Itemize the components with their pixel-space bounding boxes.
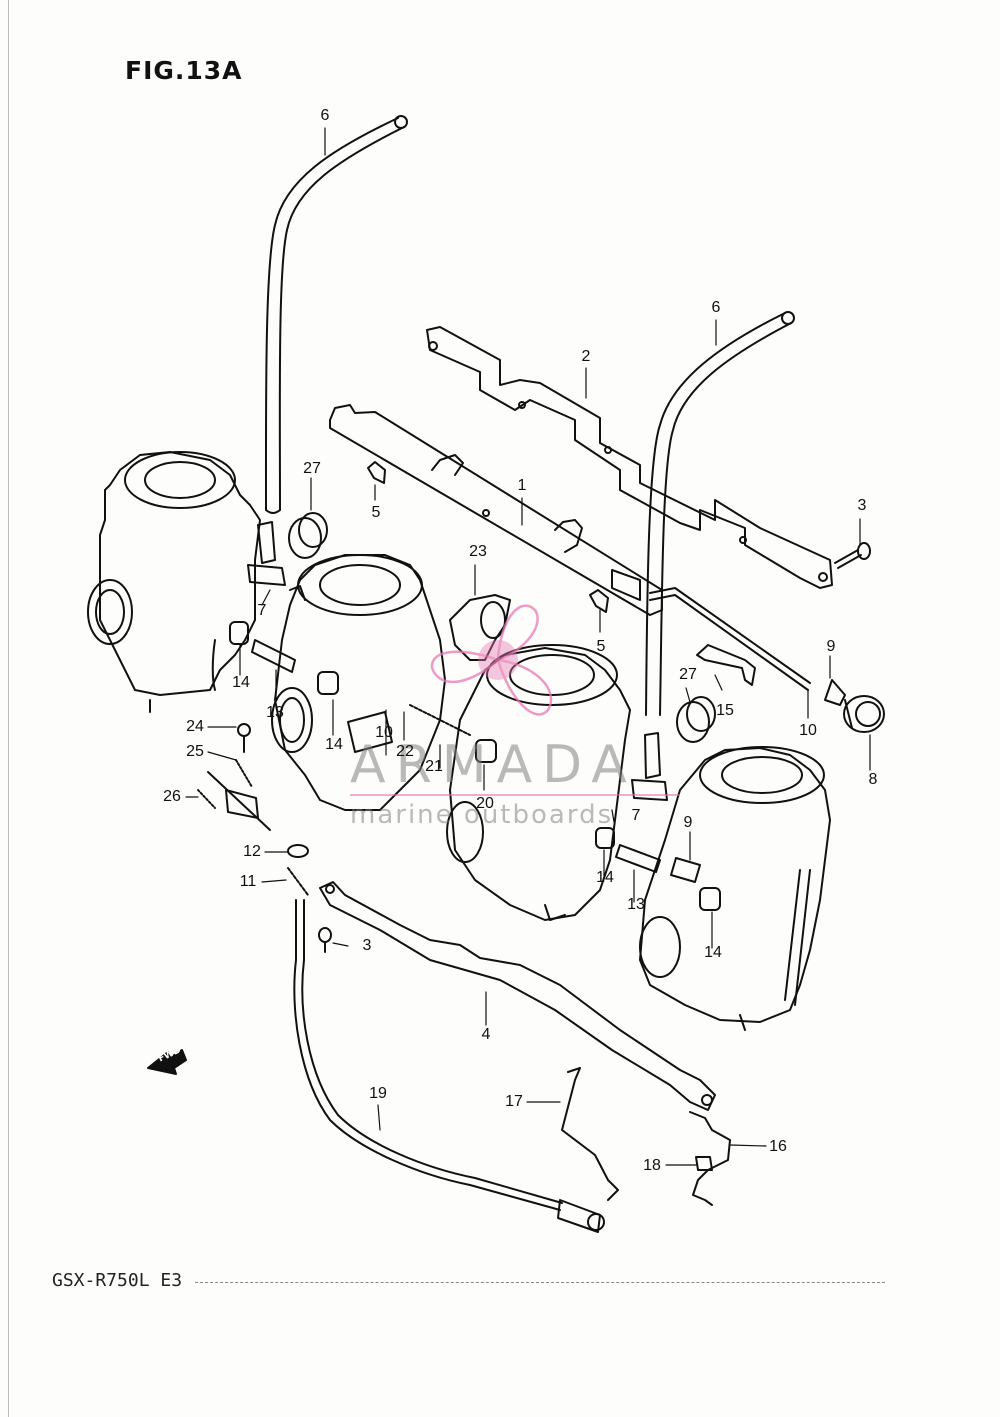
collar-27-left bbox=[288, 512, 328, 559]
callout-3: 3 bbox=[362, 937, 372, 954]
collar-27-right bbox=[676, 696, 716, 743]
fwd-arrow-icon bbox=[147, 1049, 187, 1075]
callout-15: 15 bbox=[716, 702, 734, 719]
callout-14: 14 bbox=[325, 736, 343, 753]
callout-20: 20 bbox=[476, 795, 494, 812]
callout-14: 14 bbox=[232, 674, 250, 691]
callout-11: 11 bbox=[239, 873, 257, 890]
clip-17 bbox=[561, 1067, 619, 1201]
throttle-cable-19 bbox=[293, 899, 605, 1233]
clip-5-right bbox=[589, 589, 609, 613]
callout-3: 3 bbox=[857, 497, 867, 514]
spring-14-c bbox=[595, 827, 615, 849]
screw-18 bbox=[695, 1156, 713, 1171]
callout-14: 14 bbox=[704, 944, 722, 961]
callout-24: 24 bbox=[186, 718, 204, 735]
watermark-rule bbox=[350, 794, 680, 796]
idle-adjuster-24-26 bbox=[197, 723, 271, 831]
callout-2: 2 bbox=[581, 348, 591, 365]
callout-13: 13 bbox=[627, 896, 645, 913]
callout-9: 9 bbox=[826, 638, 836, 655]
pilot-screw-13-left bbox=[251, 639, 296, 673]
vent-hose-left bbox=[264, 115, 408, 514]
callout-7: 7 bbox=[631, 807, 641, 824]
callout-14: 14 bbox=[596, 869, 614, 886]
clip-15 bbox=[696, 644, 756, 686]
callout-17: 17 bbox=[505, 1093, 523, 1110]
spring-14-a bbox=[229, 621, 249, 645]
callout-5: 5 bbox=[371, 504, 381, 521]
spring-22 bbox=[409, 704, 471, 736]
callout-10: 10 bbox=[799, 722, 817, 739]
spring-14-b bbox=[317, 671, 339, 695]
callout-12: 12 bbox=[243, 843, 261, 860]
sleeve-9 bbox=[670, 857, 701, 883]
model-code: GSX-R750L E3 bbox=[52, 1270, 183, 1291]
callout-16: 16 bbox=[769, 1138, 787, 1155]
carburetor-3 bbox=[446, 644, 631, 921]
callout-8: 8 bbox=[868, 771, 878, 788]
clip-5-left bbox=[367, 461, 386, 484]
watermark-brand: ARMADA bbox=[350, 735, 637, 795]
callout-9: 9 bbox=[683, 814, 693, 831]
spring-11 bbox=[287, 867, 309, 896]
lower-bracket-4 bbox=[319, 881, 716, 1111]
callout-26: 26 bbox=[163, 788, 181, 805]
page-border bbox=[8, 0, 9, 1417]
leader-lines bbox=[185, 127, 871, 1166]
washer-12 bbox=[287, 844, 309, 858]
callout-5: 5 bbox=[596, 638, 606, 655]
t-fitting-7-left bbox=[247, 521, 286, 586]
screw-3-top bbox=[834, 542, 871, 569]
callout-4: 4 bbox=[481, 1026, 491, 1043]
callout-7: 7 bbox=[257, 602, 267, 619]
upper-bracket-plate bbox=[426, 326, 833, 589]
throttle-cable bbox=[649, 587, 885, 733]
screw-3-bottom bbox=[318, 927, 332, 953]
callout-18: 18 bbox=[643, 1157, 661, 1174]
carburetor-4 bbox=[639, 746, 831, 1031]
callout-10: 10 bbox=[375, 724, 393, 741]
watermark-tagline: marine outboards bbox=[350, 800, 614, 830]
footer-divider bbox=[195, 1282, 885, 1283]
carburetor-2 bbox=[271, 554, 446, 811]
fitting-20 bbox=[475, 739, 497, 763]
callout-6: 6 bbox=[320, 107, 330, 124]
carburetor-1 bbox=[87, 451, 261, 713]
callout-22: 22 bbox=[396, 743, 414, 760]
vent-hose-right bbox=[645, 311, 795, 716]
callout-19: 19 bbox=[369, 1085, 387, 1102]
clip-16 bbox=[689, 1111, 731, 1206]
callout-25: 25 bbox=[186, 743, 204, 760]
callout-23: 23 bbox=[469, 543, 487, 560]
callout-1: 1 bbox=[517, 477, 527, 494]
callout-27: 27 bbox=[303, 460, 321, 477]
t-fitting-7-right bbox=[631, 732, 668, 801]
callout-6: 6 bbox=[711, 299, 721, 316]
watermark-propeller-icon bbox=[430, 604, 553, 716]
callout-21: 21 bbox=[425, 758, 443, 775]
callout-13: 13 bbox=[266, 704, 284, 721]
callout-27: 27 bbox=[679, 666, 697, 683]
pilot-screw-13-right bbox=[615, 844, 661, 873]
throttle-link-plate bbox=[329, 404, 663, 616]
spring-14-d bbox=[699, 887, 721, 911]
figure-title: FIG.13A bbox=[125, 56, 243, 85]
